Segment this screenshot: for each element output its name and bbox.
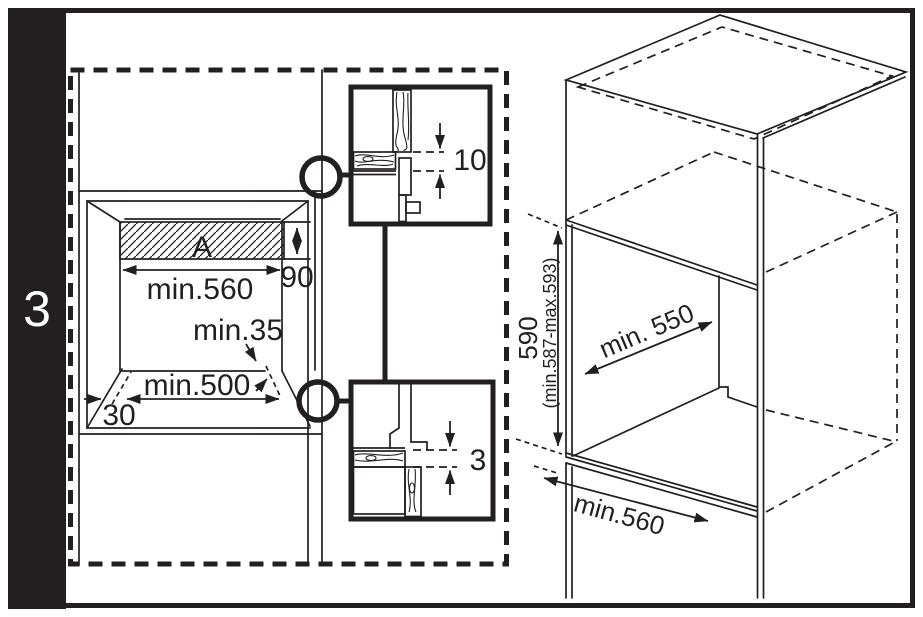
figure-frame: 3	[8, 8, 915, 609]
detail-callouts	[296, 155, 388, 423]
dim-min550: min. 550	[595, 297, 699, 364]
dim-10: 10	[453, 144, 486, 177]
dim-30: 30	[102, 399, 135, 432]
dashed-enclosure	[68, 67, 509, 567]
dim-590: 590	[513, 316, 543, 359]
front-view: A 90 min.560 min.35 min.500 30	[78, 69, 323, 566]
dim-min560-iso: min.560	[571, 488, 668, 542]
figure-number: 3	[23, 281, 51, 337]
area-a-label: A	[192, 231, 212, 264]
dim-min35: min.35	[193, 314, 283, 347]
dim-90: 90	[280, 261, 313, 294]
callout-circle-top	[299, 155, 343, 199]
dim-min500: min.500	[144, 369, 251, 402]
callout-circle-bottom	[296, 379, 340, 423]
dim-587-593-range: (min.587-max.593)	[540, 257, 560, 408]
figure-sidebar	[8, 8, 66, 609]
dim-3: 3	[470, 444, 487, 477]
vent-area-hatch	[119, 221, 285, 260]
isometric-view: min. 550 590 (min.587-max.593) min.560	[513, 14, 909, 599]
dim-min560-top: min.560	[147, 273, 254, 306]
detail-view-top: 10	[348, 84, 493, 227]
detail-view-bottom: 3	[348, 379, 496, 522]
